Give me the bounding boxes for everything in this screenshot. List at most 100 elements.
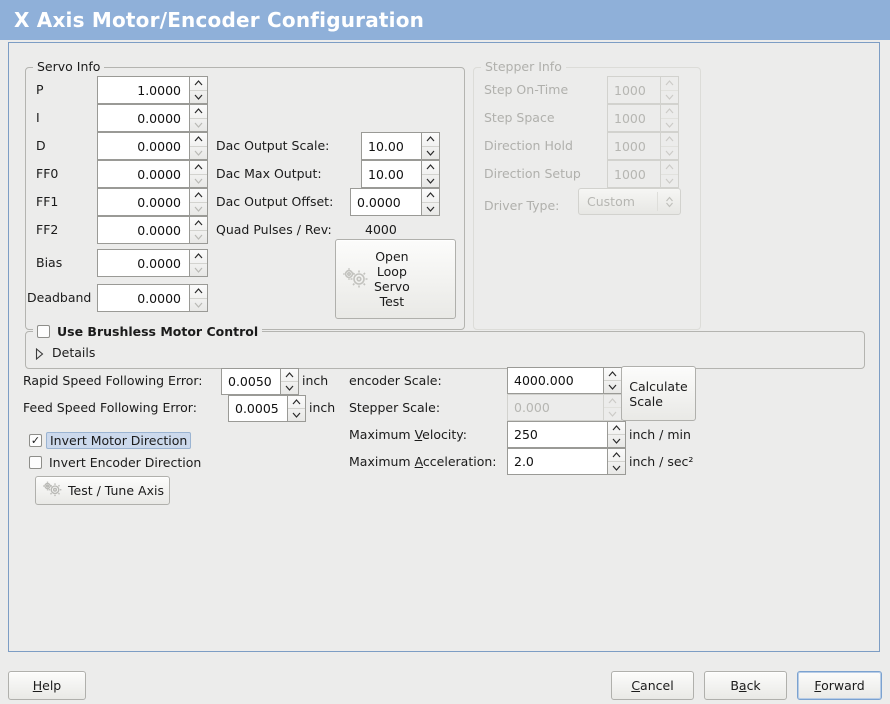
dac-output-scale-input[interactable]: 10.00 [361, 132, 440, 160]
invert-encoder-direction-checkbox[interactable]: Invert Encoder Direction [29, 455, 201, 470]
servo-spinner-ff0[interactable] [189, 160, 208, 188]
dac-max-output-input[interactable]: 10.00 [361, 160, 440, 188]
rapid-following-error-input[interactable]: 0.0050 [221, 368, 299, 395]
encoder-scale-spinner[interactable] [603, 367, 622, 394]
rapid-following-error-value[interactable]: 0.0050 [221, 368, 280, 395]
spinner-up-icon[interactable] [422, 161, 439, 174]
spinner-down-icon[interactable] [608, 434, 625, 447]
spinner-down-icon[interactable] [190, 145, 207, 160]
servo-input-ff2[interactable]: 0.0000 [97, 216, 208, 244]
servo-spinner-ff2[interactable] [189, 216, 208, 244]
spinner-up-icon[interactable] [190, 77, 207, 90]
spinner-up-icon[interactable] [190, 161, 207, 174]
test-tune-axis-button[interactable]: Test / Tune Axis [35, 476, 170, 505]
servo-spinner-ff1[interactable] [189, 188, 208, 216]
servo-spinner-p[interactable] [189, 76, 208, 104]
maximum-velocity-spinner[interactable] [607, 421, 626, 448]
spinner-down-icon[interactable] [422, 145, 439, 160]
chevron-right-icon[interactable] [35, 347, 44, 360]
maximum-velocity-value[interactable]: 250 [507, 421, 607, 448]
servo-input-bias[interactable]: 0.0000 [97, 249, 208, 277]
maximum-velocity-input[interactable]: 250 [507, 421, 626, 448]
servo-value-i[interactable]: 0.0000 [97, 104, 189, 132]
spinner-up-icon[interactable] [281, 369, 298, 381]
spinner-up-icon[interactable] [190, 250, 207, 263]
spinner-up-icon[interactable] [608, 422, 625, 434]
spinner-up-icon[interactable] [190, 133, 207, 146]
spinner-down-icon[interactable] [281, 381, 298, 394]
spinner-up-icon[interactable] [422, 189, 439, 202]
feed-following-error-spinner[interactable] [287, 395, 306, 422]
feed-following-error-input[interactable]: 0.0005 [228, 395, 306, 422]
checkbox-box[interactable]: ✓ [29, 434, 42, 447]
servo-spinner-i[interactable] [189, 104, 208, 132]
feed-following-error-label: Feed Speed Following Error: [23, 400, 197, 415]
spinner-up-icon[interactable] [190, 217, 207, 230]
spinner-down-icon[interactable] [190, 229, 207, 244]
spinner-down-icon[interactable] [190, 201, 207, 216]
use-brushless-motor-control-checkbox[interactable]: Use Brushless Motor Control [33, 324, 263, 339]
spinner-up-icon[interactable] [190, 189, 207, 202]
spinner-down-icon[interactable] [604, 380, 621, 393]
spinner-up-icon[interactable] [422, 133, 439, 146]
maximum-acceleration-spinner[interactable] [607, 448, 626, 475]
servo-input-d[interactable]: 0.0000 [97, 132, 208, 160]
open-loop-servo-test-button[interactable]: Open Loop Servo Test [335, 239, 456, 319]
dac-output-offset-spinner[interactable] [421, 188, 440, 216]
spinner-down-icon[interactable] [422, 201, 439, 216]
servo-value-bias[interactable]: 0.0000 [97, 249, 189, 277]
servo-input-p[interactable]: 1.0000 [97, 76, 208, 104]
maximum-acceleration-value[interactable]: 2.0 [507, 448, 607, 475]
encoder-scale-value[interactable]: 4000.000 [507, 367, 603, 394]
spinner-up-icon[interactable] [608, 449, 625, 461]
dac-output-offset-input[interactable]: 0.0000 [350, 188, 440, 216]
dac-max-output-value[interactable]: 10.00 [361, 160, 421, 188]
dac-output-offset-value[interactable]: 0.0000 [350, 188, 421, 216]
help-button[interactable]: Help [8, 671, 86, 700]
servo-value-p[interactable]: 1.0000 [97, 76, 189, 104]
forward-button[interactable]: Forward [797, 671, 882, 700]
servo-value-ff1[interactable]: 0.0000 [97, 188, 189, 216]
rapid-following-error-spinner[interactable] [280, 368, 299, 395]
servo-input-i[interactable]: 0.0000 [97, 104, 208, 132]
servo-spinner-bias[interactable] [189, 249, 208, 277]
servo-input-ff0[interactable]: 0.0000 [97, 160, 208, 188]
spinner-down-icon[interactable] [190, 117, 207, 132]
spinner-down-icon[interactable] [190, 89, 207, 104]
servo-value-ff0[interactable]: 0.0000 [97, 160, 189, 188]
invert-motor-direction-checkbox[interactable]: ✓ Invert Motor Direction [29, 432, 192, 449]
servo-spinner-deadband[interactable] [189, 284, 208, 312]
spinner-down-icon[interactable] [608, 461, 625, 474]
servo-value-deadband[interactable]: 0.0000 [97, 284, 189, 312]
spinner-down-icon[interactable] [422, 173, 439, 188]
calculate-scale-button[interactable]: Calculate Scale [621, 366, 696, 421]
checkbox-box[interactable] [29, 456, 42, 469]
spinner-up-icon[interactable] [190, 285, 207, 298]
feed-following-error-value[interactable]: 0.0005 [228, 395, 287, 422]
servo-value-ff2[interactable]: 0.0000 [97, 216, 189, 244]
stepper-label-step-space: Step Space [484, 110, 555, 125]
details-expander[interactable]: Details [35, 345, 95, 361]
back-button[interactable]: Back [704, 671, 787, 700]
checkbox-box[interactable] [37, 325, 50, 338]
spinner-down-icon[interactable] [190, 262, 207, 277]
servo-label-bias: Bias [36, 255, 63, 270]
servo-value-d[interactable]: 0.0000 [97, 132, 189, 160]
cancel-button[interactable]: Cancel [611, 671, 694, 700]
spinner-down-icon[interactable] [190, 173, 207, 188]
dac-max-output-spinner[interactable] [421, 160, 440, 188]
spinner-down-icon[interactable] [288, 408, 305, 421]
maximum-acceleration-input[interactable]: 2.0 [507, 448, 626, 475]
spinner-up-icon[interactable] [604, 368, 621, 380]
spinner-down-icon[interactable] [190, 297, 207, 312]
spinner-up-icon[interactable] [288, 396, 305, 408]
dac-output-scale-value[interactable]: 10.00 [361, 132, 421, 160]
servo-input-ff1[interactable]: 0.0000 [97, 188, 208, 216]
servo-input-deadband[interactable]: 0.0000 [97, 284, 208, 312]
calculate-scale-line-1: Calculate [629, 378, 688, 394]
encoder-scale-input[interactable]: 4000.000 [507, 367, 622, 394]
servo-spinner-d[interactable] [189, 132, 208, 160]
dac-output-scale-spinner[interactable] [421, 132, 440, 160]
spinner-up-icon[interactable] [190, 105, 207, 118]
maximum-acceleration-unit: inch / sec² [629, 454, 694, 469]
